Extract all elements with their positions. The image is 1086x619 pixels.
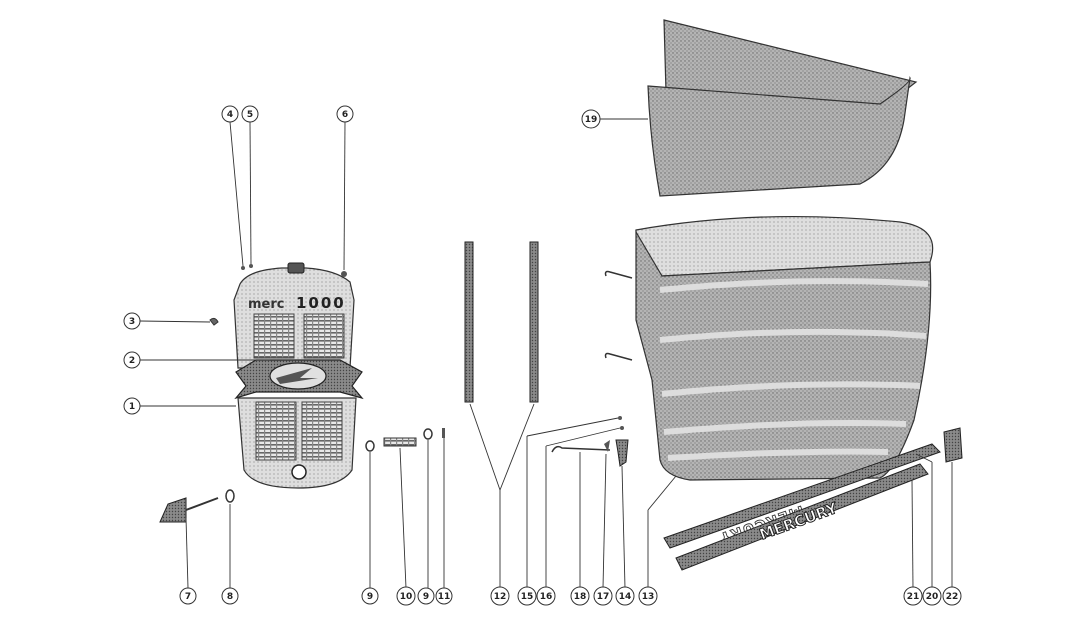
spring-part-10 xyxy=(383,437,417,447)
svg-text:21: 21 xyxy=(907,592,920,602)
callout-1: 1 xyxy=(123,397,141,415)
svg-text:8: 8 xyxy=(227,592,233,602)
svg-text:12: 12 xyxy=(494,592,507,602)
callout-13: 13 xyxy=(638,586,658,606)
svg-text:22: 22 xyxy=(946,592,959,602)
svg-text:18: 18 xyxy=(574,592,587,602)
body-latch-upper xyxy=(604,270,633,279)
lower-grille-left xyxy=(255,401,297,461)
emblem-part-22 xyxy=(943,427,963,463)
washer-part-9a xyxy=(365,440,375,452)
screw-6 xyxy=(341,271,347,277)
emblem-arrow xyxy=(276,368,318,384)
shroud-model-text: 1000 xyxy=(296,294,346,312)
cowl-band-3 xyxy=(661,381,921,397)
cowl-band-4 xyxy=(663,420,907,435)
screw-part-15 xyxy=(618,416,622,420)
svg-text:7: 7 xyxy=(185,592,191,602)
callout-22: 22 xyxy=(942,586,962,606)
cowl-body-part-13 xyxy=(604,215,934,481)
cowl-band-1 xyxy=(659,278,929,293)
rod-part-18 xyxy=(551,445,611,453)
svg-text:5: 5 xyxy=(247,110,253,120)
callout-11: 11 xyxy=(435,587,453,605)
top-cover-part-19 xyxy=(647,19,918,197)
lower-grille-right xyxy=(301,401,343,461)
screw-part-16 xyxy=(620,426,624,430)
callouts: 1 2 3 4 5 6 7 8 9 10 9 11 12 15 16 18 17… xyxy=(123,105,962,606)
callout-7: 7 xyxy=(179,587,197,605)
shroud-brand-text: merc xyxy=(248,297,284,312)
svg-text:4: 4 xyxy=(227,110,233,120)
screw-5 xyxy=(249,264,253,268)
callout-8: 8 xyxy=(221,587,239,605)
callout-14: 14 xyxy=(615,586,635,606)
pin-part-11 xyxy=(442,428,445,438)
callout-3: 3 xyxy=(123,312,141,330)
upper-grille-left xyxy=(253,313,295,359)
callout-16: 16 xyxy=(536,586,556,606)
svg-text:9: 9 xyxy=(367,592,373,602)
cowl-lower-knob xyxy=(291,464,307,480)
callout-19: 19 xyxy=(581,109,601,129)
upper-grille-right xyxy=(303,313,345,359)
svg-text:14: 14 xyxy=(619,592,632,602)
svg-text:15: 15 xyxy=(521,592,534,602)
callout-9b: 9 xyxy=(417,587,435,605)
seal-strip-left xyxy=(464,241,474,403)
svg-text:9: 9 xyxy=(423,592,429,602)
callout-20: 20 xyxy=(922,586,942,606)
svg-text:6: 6 xyxy=(342,110,348,120)
callout-9a: 9 xyxy=(361,587,379,605)
handle-part-7 xyxy=(159,497,219,523)
callout-5: 5 xyxy=(241,105,259,123)
cowl-body-side xyxy=(635,229,932,481)
svg-text:10: 10 xyxy=(400,592,413,602)
callout-18: 18 xyxy=(570,586,590,606)
callout-15: 15 xyxy=(517,586,537,606)
svg-text:11: 11 xyxy=(438,592,451,602)
callout-21: 21 xyxy=(903,586,923,606)
callout-2: 2 xyxy=(123,351,141,369)
screw-4 xyxy=(241,266,245,270)
svg-text:17: 17 xyxy=(597,592,610,602)
svg-text:13: 13 xyxy=(642,592,655,602)
front-cowl-assembly: merc 1000 xyxy=(209,262,364,489)
cowl-top-badge xyxy=(287,262,305,274)
svg-text:19: 19 xyxy=(585,115,598,125)
clip-part-3 xyxy=(209,317,219,326)
svg-text:16: 16 xyxy=(540,592,553,602)
latch-part-14 xyxy=(615,439,629,467)
leader-lines xyxy=(139,118,953,589)
callout-10: 10 xyxy=(396,586,416,606)
callout-4: 4 xyxy=(221,105,239,123)
svg-text:20: 20 xyxy=(926,592,939,602)
callout-17: 17 xyxy=(593,586,613,606)
cowl-band-5 xyxy=(667,448,889,461)
svg-text:3: 3 xyxy=(129,317,135,327)
body-latch-lower xyxy=(604,352,633,361)
seal-strip-right xyxy=(529,241,539,403)
callout-6: 6 xyxy=(336,105,354,123)
washer-part-8 xyxy=(225,489,235,503)
svg-text:2: 2 xyxy=(129,356,135,366)
clip-part-17 xyxy=(604,440,610,452)
svg-text:1: 1 xyxy=(129,402,135,412)
callout-12: 12 xyxy=(490,586,510,606)
washer-part-9b xyxy=(423,428,433,440)
cowl-band-2 xyxy=(659,328,927,343)
